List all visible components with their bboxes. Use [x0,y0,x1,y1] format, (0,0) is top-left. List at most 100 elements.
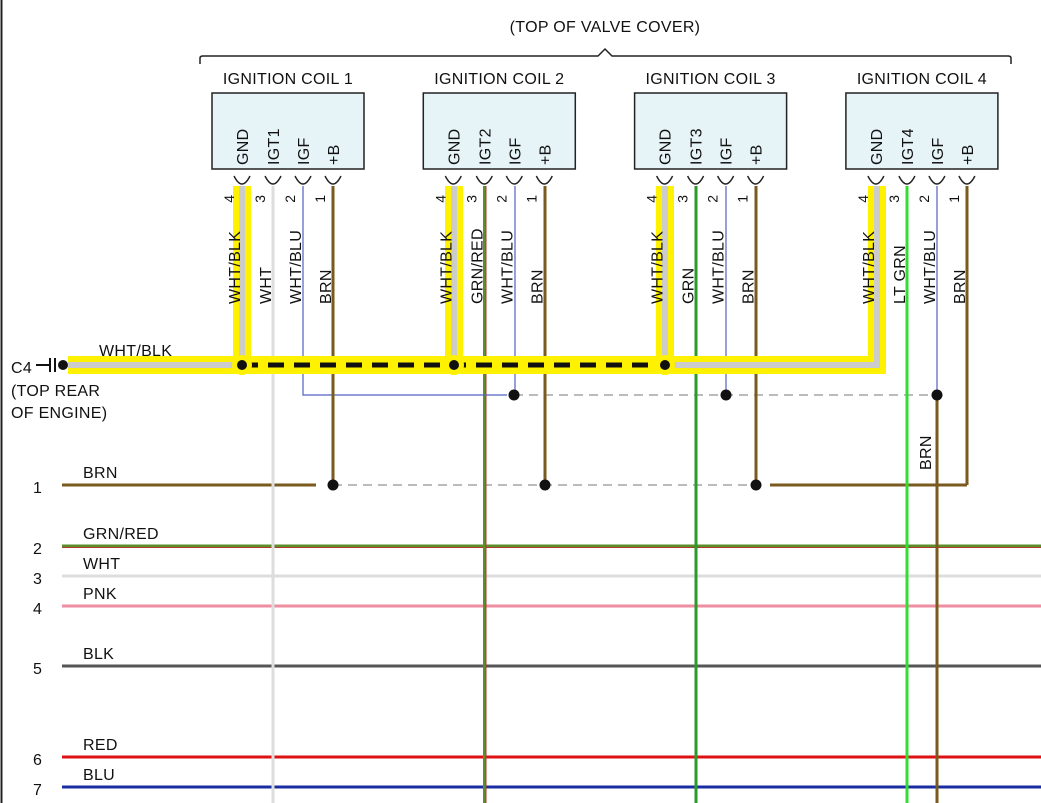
pin-name: IGT3 [689,128,706,165]
pin-wire-label: WHT/BLK [861,231,878,304]
splice-dot [660,360,670,370]
splice-dots [237,360,943,491]
row-number: 4 [33,601,42,618]
ground-wire-label: WHT/BLK [99,343,172,360]
pin-wire-label: BRN [529,269,546,304]
pin-number: 4 [855,195,871,203]
pin-name: GND [869,129,886,165]
pin-name: GND [235,129,252,165]
coil-connector-box [845,92,999,170]
pin-number: 3 [675,195,691,203]
pin-number: 1 [312,195,328,203]
splice-dot [539,479,551,491]
pin-number: 4 [644,195,660,203]
pin-terminal [655,175,674,185]
coil-title: IGNITION COIL 3 [646,71,776,88]
pin-name: IGF [296,137,313,165]
pin-terminal [505,175,523,185]
pin-name: IGT1 [266,128,283,165]
pin-wire-label: WHT/BLU [499,230,516,304]
pin-name: IGT2 [477,128,494,165]
splice-dot [237,360,247,370]
ignition-coil-3: IGNITION COIL 3GND4WHT/BLKIGT33GRNIGF2WH… [633,71,788,304]
pin-name: IGF [507,137,524,165]
brn-vertical-label: BRN [918,435,935,470]
pin-number: 3 [886,195,902,203]
ground-connector-c4 [36,358,68,372]
pin-name: IGF [930,137,947,165]
splice-dot [449,360,459,370]
row-number: 5 [33,661,42,678]
row-wires [62,483,1041,789]
splice-dot [931,389,943,401]
pin-number: 1 [946,195,962,203]
pin-name: +B [537,144,554,165]
pin-wire-label: BRN [741,269,758,304]
ignition-coil-1: IGNITION COIL 1GND4WHT/BLKIGT13WHTIGF2WH… [211,71,365,304]
pin-terminal [746,175,765,185]
pin-terminal [324,175,342,185]
row-wire-label: PNK [83,586,117,603]
pin-number: 1 [735,195,751,203]
pin-wire-label: WHT [258,267,275,304]
ground-location-line1: (TOP REAR [11,383,100,400]
pin-number: 2 [282,195,298,203]
pin-wire-label: WHT/BLU [922,230,939,304]
coil-connector-box [422,92,577,170]
pin-number: 2 [916,195,932,203]
splice-dot [750,479,762,491]
pin-wire-label: LT GRN [892,245,909,304]
pin-terminal [958,175,976,185]
row-wire-label: RED [83,737,118,754]
pin-wire-label: GRN [681,268,698,304]
pin-terminal [535,175,553,185]
pin-number: 4 [221,195,237,203]
row-wire-label: WHT [83,556,120,573]
coil-connector-box [633,92,788,170]
pin-number: 2 [705,195,721,203]
pin-number: 3 [463,195,479,203]
pin-number: 2 [493,195,509,203]
coil-connector-box [211,92,365,170]
coil-title: IGNITION COIL 1 [223,71,353,88]
pin-terminal [294,175,312,185]
pin-terminal [867,175,885,185]
pin-terminal [716,175,735,185]
row-wire-label: BRN [83,465,118,482]
igt-wires [271,186,909,803]
pin-name: IGT4 [900,128,917,165]
plus-b-wires [331,186,969,485]
row-number: 2 [33,541,42,558]
coil-title: IGNITION COIL 2 [434,71,564,88]
pin-wire-label: WHT/BLU [288,230,305,304]
pin-name: GND [446,129,463,165]
pin-wire-label: WHT/BLK [438,231,455,304]
pin-terminal [898,175,916,185]
pin-wire-label: BRN [952,269,969,304]
valve-cover-bracket [199,47,1012,64]
splice-dot [508,389,520,401]
pin-wire-label: WHT/BLK [650,231,667,304]
pin-number: 4 [432,195,448,203]
ground-connector-dot [58,360,68,370]
row-number: 3 [33,571,42,588]
pin-terminal [233,175,251,185]
splice-dot [720,389,732,401]
row-wire-label: BLU [83,767,115,784]
pin-name: +B [960,144,977,165]
row-number: 7 [33,782,42,799]
ground-connector-label: C4 [11,360,32,377]
pin-terminal [444,175,462,185]
pin-terminal [475,175,493,185]
pin-wire-label: GRN/RED [469,228,486,304]
row-wire-label: BLK [83,646,114,663]
pin-terminal [264,175,282,185]
splice-dot [327,479,339,491]
coil-title: IGNITION COIL 4 [857,71,987,88]
ground-location-line2: OF ENGINE) [11,405,107,422]
pin-terminal [928,175,946,185]
